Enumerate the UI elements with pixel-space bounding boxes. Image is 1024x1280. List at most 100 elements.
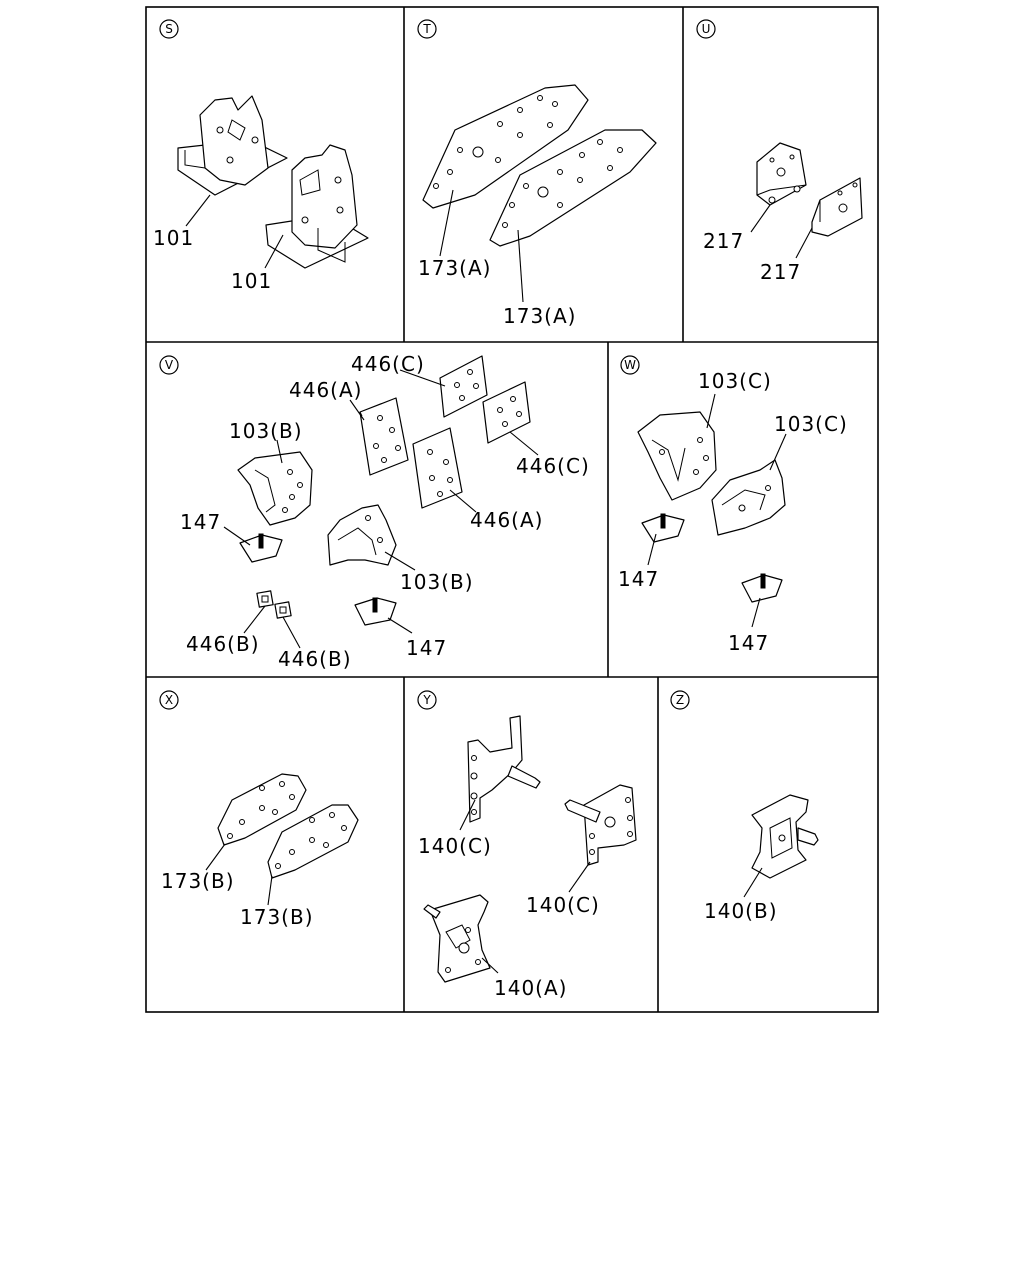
bracket-part-103c-right: [711, 459, 786, 536]
part-label: 446(B): [186, 632, 260, 656]
leader-line: [751, 597, 761, 628]
part-label: 140(C): [526, 893, 600, 917]
cushion-part-147-upper: [239, 533, 283, 563]
washer-part-446b-left: [256, 590, 274, 608]
svg-text:X: X: [165, 693, 173, 707]
plate-part-446c-upper: [439, 355, 488, 418]
bracket-part-217-left: [756, 142, 807, 206]
panel-badge-x: X: [159, 690, 179, 710]
part-label: 446(B): [278, 647, 352, 671]
plate-part-446c-right: [482, 381, 531, 444]
panel-w: W 103(C) 103(C) 147 1: [618, 355, 848, 655]
bracket-part-140a: [423, 894, 491, 983]
leader-line: [517, 229, 524, 303]
part-label: 147: [406, 636, 447, 660]
part-label: 103(C): [774, 412, 848, 436]
part-label: 101: [153, 226, 194, 250]
part-label: 147: [618, 567, 659, 591]
part-label: 147: [728, 631, 769, 655]
leader-line: [439, 189, 454, 257]
leader-line: [387, 617, 413, 634]
part-label: 103(C): [698, 369, 772, 393]
panel-badge-w: W: [620, 355, 640, 375]
bracket-part-140b: [751, 794, 819, 879]
plate-part-173b-upper: [217, 773, 307, 846]
panel-badge-u: U: [696, 19, 716, 39]
leader-line: [384, 551, 416, 571]
panel-v: V: [159, 352, 590, 671]
bracket-part-103c-left: [637, 411, 717, 501]
panel-s: S 101 101: [153, 19, 369, 293]
part-label: 217: [760, 260, 801, 284]
leader-line: [267, 875, 273, 906]
cushion-part-147-upper: [641, 513, 685, 543]
plate-part-173b-lower: [267, 804, 359, 879]
cushion-part-147-lower: [354, 597, 397, 626]
plate-part-173a-lower: [489, 129, 657, 247]
bracket-part-140c-right: [564, 784, 637, 866]
plate-part-173a-upper: [422, 84, 589, 209]
part-label: 446(C): [351, 352, 425, 376]
leader-line: [349, 399, 365, 421]
panel-badge-y: Y: [417, 690, 437, 710]
leader-line: [459, 799, 476, 831]
part-label: 446(A): [289, 378, 362, 402]
svg-text:T: T: [422, 22, 431, 36]
leader-line: [223, 526, 251, 546]
part-label: 173(A): [418, 256, 491, 280]
cushion-part-147-lower: [741, 573, 783, 603]
bracket-part-140c-upper: [467, 715, 541, 823]
leader-line: [449, 489, 477, 513]
svg-text:S: S: [165, 22, 173, 36]
bracket-part-101-upper: [177, 95, 288, 196]
leader-line: [481, 957, 499, 974]
part-label: 101: [231, 269, 272, 293]
bracket-part-217-right: [811, 177, 863, 237]
panel-badge-v: V: [159, 355, 179, 375]
part-label: 140(B): [704, 899, 778, 923]
bracket-part-101-lower: [265, 144, 369, 269]
leader-line: [282, 616, 301, 649]
plate-part-446a-upper: [359, 397, 409, 476]
part-label: 140(A): [494, 976, 567, 1000]
panel-badge-z: Z: [670, 690, 690, 710]
leader-line: [769, 433, 787, 471]
bracket-part-103b-upper: [237, 451, 313, 526]
bracket-part-103b-lower: [327, 504, 397, 566]
leader-line: [243, 605, 266, 634]
part-label: 446(A): [470, 508, 543, 532]
svg-text:U: U: [702, 22, 711, 36]
svg-text:Y: Y: [422, 693, 431, 707]
part-label: 147: [180, 510, 221, 534]
leader-line: [264, 234, 284, 269]
part-label: 217: [703, 229, 744, 253]
leader-line: [743, 867, 763, 898]
panel-badge-s: S: [159, 19, 179, 39]
leader-line: [706, 393, 716, 429]
part-label: 103(B): [400, 570, 474, 594]
panel-x: X 173(B) 173(B): [159, 690, 359, 929]
grid-borders: [145, 6, 879, 1013]
part-label: 173(A): [503, 304, 576, 328]
leader-line: [750, 204, 771, 233]
part-label: 446(C): [516, 454, 590, 478]
panel-u: U 217 217: [696, 19, 863, 284]
leader-line: [647, 533, 657, 566]
svg-text:W: W: [624, 358, 636, 372]
leader-line: [568, 861, 591, 893]
plate-part-446a-lower: [412, 427, 463, 509]
part-label: 103(B): [229, 419, 303, 443]
leader-line: [276, 439, 283, 464]
panel-badge-t: T: [417, 19, 437, 39]
leader-line: [509, 431, 539, 456]
part-label: 140(C): [418, 834, 492, 858]
panel-z: Z 140(B): [670, 690, 819, 923]
washer-part-446b-right: [274, 601, 292, 619]
leader-line: [185, 194, 211, 227]
part-label: 173(B): [240, 905, 314, 929]
leader-line: [399, 369, 446, 387]
part-label: 173(B): [161, 869, 235, 893]
leader-line: [795, 227, 813, 259]
svg-text:Z: Z: [676, 693, 684, 707]
